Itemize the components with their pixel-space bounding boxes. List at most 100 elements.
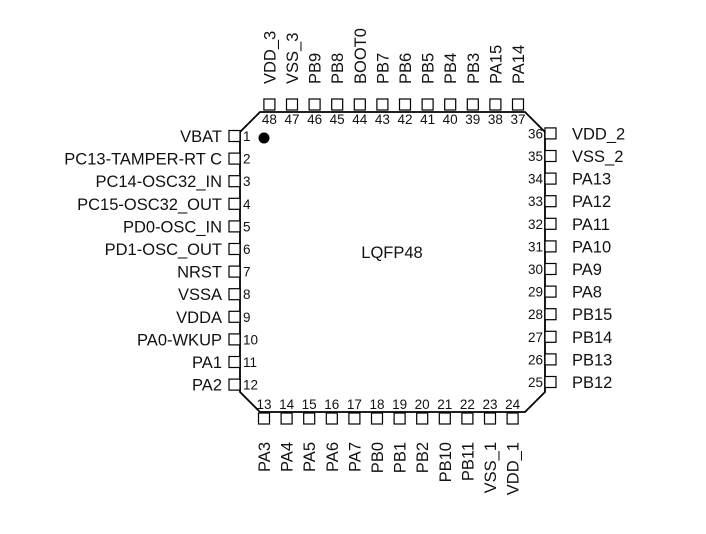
- pin-number-14: 14: [279, 397, 295, 412]
- pin-number-45: 45: [330, 112, 345, 127]
- pin-pad-41: [421, 98, 434, 111]
- pin-label-41: PB5: [420, 53, 438, 84]
- pin-pad-19: [393, 412, 406, 425]
- pin-pad-25: [544, 375, 557, 389]
- pin-label-39: PB3: [465, 53, 483, 84]
- pin-label-48: VDD_3: [261, 31, 279, 84]
- pin-pad-7: [228, 265, 241, 278]
- pin-number-7: 7: [243, 265, 251, 280]
- pin-number-21: 21: [437, 397, 452, 412]
- pin-label-19: PB1: [392, 442, 410, 473]
- pin-label-15: PA5: [301, 442, 319, 472]
- pin-number-17: 17: [347, 397, 362, 412]
- pin-pad-46: [308, 98, 321, 111]
- pin-pad-21: [438, 412, 451, 425]
- pin-number-22: 22: [460, 397, 475, 412]
- pin-pad-31: [544, 240, 557, 253]
- pin-label-30: PA9: [572, 261, 602, 279]
- pin-number-23: 23: [482, 397, 497, 412]
- pin-pad-40: [444, 98, 457, 111]
- pin-pad-24: [506, 412, 519, 425]
- pin-pad-20: [416, 412, 429, 425]
- pin-label-37: PA14: [510, 45, 528, 84]
- pin-number-35: 35: [528, 149, 543, 164]
- pin-number-24: 24: [505, 397, 521, 412]
- pin-number-20: 20: [415, 397, 430, 412]
- pin-pad-16: [325, 412, 338, 425]
- pin-label-27: PB14: [572, 329, 612, 347]
- pin-number-29: 29: [528, 285, 543, 300]
- pin-pad-4: [228, 197, 241, 210]
- pin-label-18: PB0: [369, 442, 387, 473]
- pin-number-42: 42: [397, 112, 412, 127]
- pin-number-18: 18: [369, 397, 384, 412]
- pin-pad-45: [331, 98, 344, 111]
- pin-number-41: 41: [420, 112, 435, 127]
- pin-pad-6: [228, 242, 241, 256]
- pin-pad-47: [285, 98, 299, 111]
- pin-pad-2: [228, 152, 241, 165]
- pin-number-36: 36: [528, 126, 543, 141]
- pin-number-19: 19: [392, 397, 407, 412]
- pin-label-21: PB10: [437, 442, 455, 482]
- pin-number-27: 27: [528, 330, 543, 345]
- pin-pad-10: [228, 333, 241, 346]
- pin1-marker-dot: [258, 132, 270, 144]
- pin-number-10: 10: [243, 332, 258, 347]
- pin-label-35: VSS_2: [572, 148, 623, 166]
- pin-label-42: PB6: [397, 53, 415, 84]
- pin-number-31: 31: [528, 239, 543, 254]
- pin-label-20: PB2: [414, 442, 432, 473]
- pin-label-14: PA4: [279, 442, 297, 472]
- pin-label-5: PD0-OSC_IN: [123, 218, 222, 236]
- pin-number-39: 39: [465, 112, 480, 127]
- pin-pad-18: [370, 412, 384, 425]
- pin-number-37: 37: [510, 112, 525, 127]
- pin-number-1: 1: [243, 129, 251, 144]
- pin-label-11: PA1: [192, 354, 222, 372]
- pin-pad-39: [466, 98, 479, 111]
- pin-number-30: 30: [528, 262, 543, 277]
- package-body: [239, 111, 546, 413]
- pin-number-33: 33: [528, 194, 543, 209]
- pin-label-33: PA12: [572, 193, 611, 211]
- pin-label-43: PB7: [374, 53, 392, 84]
- pin-pad-27: [544, 330, 557, 343]
- pin-pad-14: [280, 412, 293, 425]
- pin-label-22: PB11: [459, 442, 477, 481]
- pin-label-32: PA11: [572, 216, 610, 234]
- package-name-label: LQFP48: [361, 244, 422, 262]
- pin-pad-22: [461, 412, 474, 425]
- pin-label-26: PB13: [572, 351, 612, 369]
- pin-number-44: 44: [352, 112, 368, 127]
- pin-label-29: PA8: [572, 284, 602, 302]
- pin-number-28: 28: [528, 307, 543, 322]
- pin-pad-17: [348, 412, 361, 425]
- pin-label-6: PD1-OSC_OUT: [105, 241, 222, 259]
- pin-pad-37: [511, 98, 525, 111]
- pin-label-40: PB4: [442, 53, 460, 84]
- pin-pad-32: [544, 217, 557, 230]
- pin-label-10: PA0-WKUP: [137, 331, 222, 349]
- pin-number-15: 15: [302, 397, 317, 412]
- pin-label-8: VSSA: [178, 286, 222, 304]
- pin-pad-23: [483, 412, 497, 425]
- pin-number-8: 8: [243, 287, 251, 302]
- pin-pad-35: [544, 149, 557, 163]
- pin-number-2: 2: [243, 152, 251, 167]
- pin-label-9: VDDA: [176, 309, 222, 327]
- pin-label-3: PC14-OSC32_IN: [95, 173, 222, 191]
- pin-number-47: 47: [284, 112, 299, 127]
- pin-number-46: 46: [307, 112, 322, 127]
- pin-label-2: PC13-TAMPER-RT C: [64, 151, 222, 169]
- pin-pad-28: [544, 308, 557, 321]
- pin-pad-3: [228, 175, 241, 188]
- pin-number-48: 48: [262, 112, 277, 127]
- pin-label-44: BOOT0: [352, 28, 370, 84]
- package-body-group: LQFP48: [239, 111, 546, 413]
- pin-number-34: 34: [528, 172, 544, 187]
- pin-label-24: VDD_1: [505, 442, 523, 495]
- pin-pad-42: [398, 98, 412, 111]
- pin-label-28: PB15: [572, 306, 612, 324]
- pin-pad-13: [257, 412, 271, 425]
